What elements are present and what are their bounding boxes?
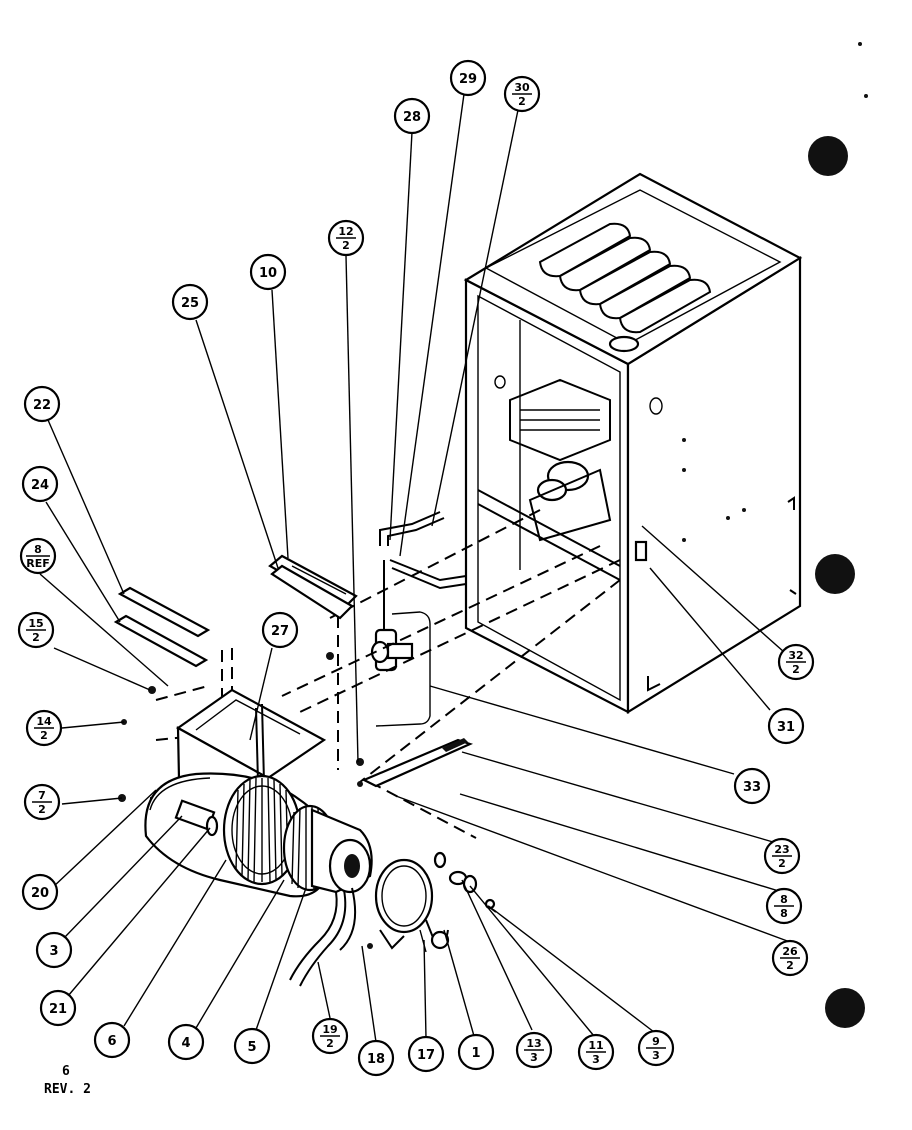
rail-26	[361, 738, 474, 788]
callout-19: 19 2	[311, 1017, 349, 1055]
callout-31: 31	[767, 707, 805, 745]
callout-15: 15 2	[17, 611, 55, 649]
callout-10-label: 10	[259, 266, 277, 281]
callout-10: 10	[249, 253, 287, 291]
callout-1-label: 1	[471, 1046, 480, 1061]
gas-valve	[370, 628, 414, 672]
callout-8-ref: 8 REF	[19, 537, 57, 575]
callout-4-label: 4	[181, 1036, 190, 1051]
callout-7-bottom: 2	[38, 803, 46, 816]
callout-8-ref-bottom: REF	[26, 557, 50, 570]
capacitor	[174, 799, 219, 837]
callout-25-label: 25	[181, 296, 199, 311]
callout-12-top: 12	[338, 225, 353, 238]
callout-30-bottom: 2	[518, 95, 526, 108]
leader-lines	[39, 93, 791, 1043]
callout-5-label: 5	[247, 1040, 256, 1055]
binder-hole-bottom	[825, 988, 865, 1028]
callout-27-label: 27	[271, 624, 289, 639]
callout-28: 28	[393, 97, 431, 135]
callout-3-label: 3	[49, 944, 58, 959]
callout-18: 18	[357, 1039, 395, 1077]
callout-8-top: 8	[780, 893, 788, 906]
callout-23-bottom: 2	[778, 857, 786, 870]
callout-8: 8 8	[765, 887, 803, 925]
callout-bubbles: 29 30 2 28 12 2 10 25 22 24	[17, 59, 815, 1077]
callout-29-label: 29	[459, 72, 477, 87]
rail-24	[113, 614, 209, 668]
callout-13: 13 3	[515, 1031, 553, 1069]
callout-14: 14 2	[25, 709, 63, 747]
burner-assembly	[509, 378, 612, 542]
callout-22-label: 22	[33, 398, 51, 413]
callout-23: 23 2	[763, 837, 801, 875]
callout-8-ref-top: 8	[34, 543, 42, 556]
binder-hole-middle	[815, 554, 855, 594]
binder-holes	[808, 42, 868, 1028]
callout-15-bottom: 2	[32, 631, 40, 644]
callout-4: 4	[167, 1023, 205, 1061]
furnace-cabinet	[463, 172, 803, 714]
callout-13-top: 13	[526, 1037, 541, 1050]
callout-3: 3	[35, 931, 73, 969]
callout-9-bottom: 3	[652, 1049, 660, 1062]
callout-19-top: 19	[322, 1023, 337, 1036]
callout-28-label: 28	[403, 110, 421, 125]
callout-14-bottom: 2	[40, 729, 48, 742]
callout-11: 11 3	[577, 1033, 615, 1071]
callout-20-label: 20	[31, 886, 49, 901]
callout-17-label: 17	[417, 1048, 435, 1063]
callout-26-top: 26	[782, 945, 798, 958]
callout-7-top: 7	[38, 789, 46, 802]
callout-32-bottom: 2	[792, 663, 800, 676]
callout-24: 24	[21, 465, 59, 503]
callout-9-top: 9	[652, 1035, 660, 1048]
motor-mount-band	[374, 858, 450, 953]
callout-14-top: 14	[36, 715, 52, 728]
callout-11-top: 11	[588, 1039, 603, 1052]
callout-33-label: 33	[743, 780, 761, 795]
callout-19-bottom: 2	[326, 1037, 334, 1050]
callout-26: 26 2	[771, 939, 809, 977]
page-number: 6	[62, 1064, 70, 1079]
callout-30-top: 30	[514, 81, 530, 94]
callout-27: 27	[261, 611, 299, 649]
revision-label: REV. 2	[44, 1082, 91, 1097]
callout-18-label: 18	[367, 1052, 385, 1067]
callout-31-label: 31	[777, 720, 795, 735]
callout-17: 17	[407, 1035, 445, 1073]
callout-7: 7 2	[23, 783, 61, 821]
rail-22	[117, 586, 211, 638]
callout-12: 12 2	[327, 219, 365, 257]
callout-26-bottom: 2	[786, 959, 794, 972]
callout-21: 21	[39, 989, 77, 1027]
callout-1: 1	[457, 1033, 495, 1071]
callout-20: 20	[21, 873, 59, 911]
callout-23-top: 23	[774, 843, 789, 856]
binder-hole-top	[808, 136, 848, 176]
callout-13-bottom: 3	[530, 1051, 538, 1064]
callout-32-top: 32	[788, 649, 803, 662]
callout-25: 25	[171, 283, 209, 321]
callout-6-label: 6	[107, 1034, 116, 1049]
callout-22: 22	[23, 385, 61, 423]
callout-8-bottom: 8	[780, 907, 788, 920]
callout-9: 9 3	[637, 1029, 675, 1067]
heat-exchanger	[538, 222, 712, 353]
callout-30: 30 2	[503, 75, 541, 113]
valve-bracket-outline	[375, 611, 431, 727]
callout-33: 33	[733, 767, 771, 805]
callout-29: 29	[449, 59, 487, 97]
callout-24-label: 24	[31, 478, 49, 493]
callout-32: 32 2	[777, 643, 815, 681]
callout-12-bottom: 2	[342, 239, 350, 252]
callout-15-top: 15	[28, 617, 43, 630]
callout-21-label: 21	[49, 1002, 67, 1017]
callout-6: 6	[93, 1021, 131, 1059]
callout-5: 5	[233, 1027, 271, 1065]
bracket-10	[268, 554, 358, 620]
blower-motor	[282, 804, 373, 987]
callout-11-bottom: 3	[592, 1053, 600, 1066]
